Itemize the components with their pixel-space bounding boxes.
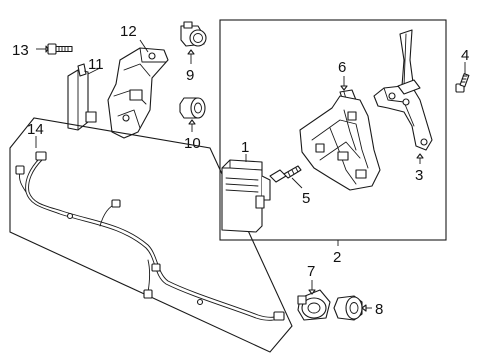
- bolt-4: [455, 73, 470, 93]
- grommet-10: [179, 97, 206, 119]
- sensor-7: [297, 289, 331, 321]
- control-module-1: [221, 159, 271, 233]
- callout-5: 5: [302, 190, 310, 207]
- wire-harness-14: [15, 151, 285, 321]
- callout-1: 1: [241, 139, 249, 156]
- sensor-9: [180, 21, 207, 47]
- callout-13: 13: [12, 42, 29, 59]
- callout-9: 9: [186, 67, 194, 84]
- bracket-11: [67, 63, 97, 131]
- module-assembly-box: [219, 19, 447, 241]
- grommet-8: [333, 295, 363, 321]
- callout-10: 10: [184, 135, 201, 152]
- callout-12: 12: [120, 23, 137, 40]
- callout-3: 3: [415, 167, 423, 184]
- callout-11: 11: [88, 56, 104, 73]
- bracket-3: [373, 29, 433, 151]
- callout-6: 6: [338, 59, 346, 76]
- screw-5: [269, 165, 302, 183]
- callout-8: 8: [375, 301, 383, 318]
- bracket-12: [107, 47, 169, 139]
- wire-harness-frame: [9, 117, 293, 353]
- callout-2: 2: [333, 249, 341, 266]
- callout-7: 7: [307, 263, 315, 280]
- bolt-13: [47, 43, 73, 55]
- module-bracket: [299, 95, 381, 191]
- callout-4: 4: [461, 47, 469, 64]
- callout-14: 14: [27, 121, 44, 138]
